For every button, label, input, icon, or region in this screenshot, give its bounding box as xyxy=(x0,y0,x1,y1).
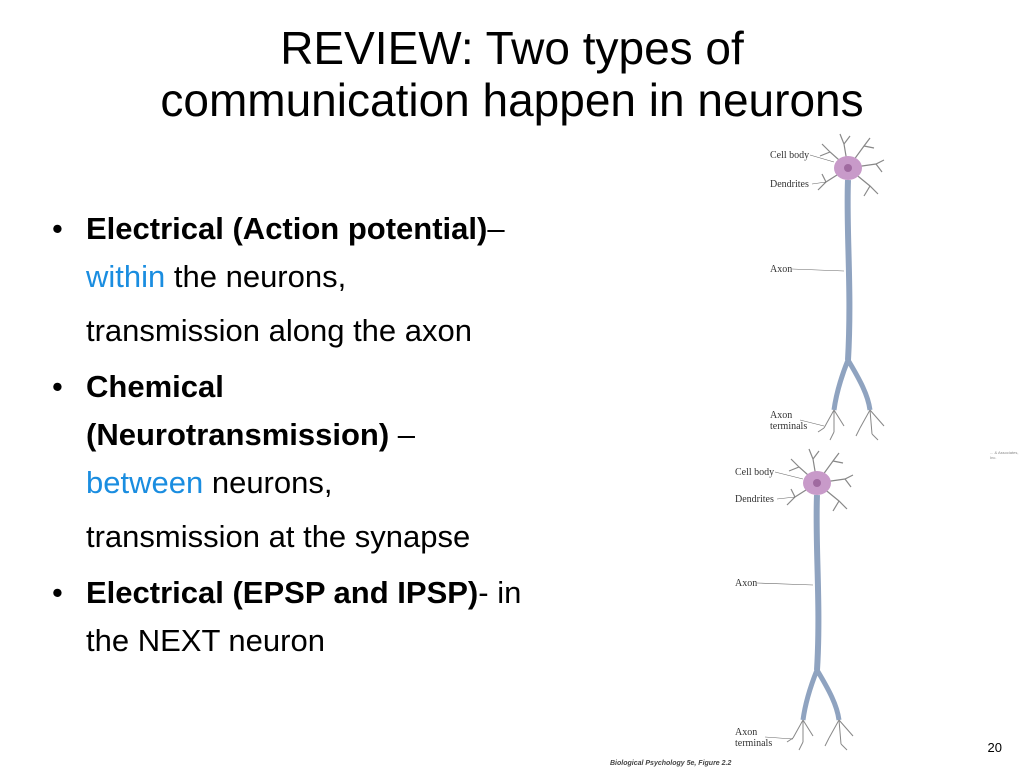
axon xyxy=(844,179,853,361)
bullet-rest: the neurons, xyxy=(165,259,347,294)
bullet-highlight: within xyxy=(86,259,166,294)
bullet-continuation: transmission along the axon xyxy=(86,313,473,348)
page-number: 20 xyxy=(987,740,1002,755)
label-cell-body: Cell body xyxy=(735,467,774,478)
bullet-dot: • xyxy=(52,575,63,610)
svg-text:terminals: terminals xyxy=(735,738,772,749)
bullet-bold: Chemical xyxy=(86,369,224,404)
bullet-item: • Chemical (Neurotransmission) – between… xyxy=(52,363,672,561)
bullet-item: • Electrical (EPSP and IPSP)- in the NEX… xyxy=(52,569,672,665)
bullet-dash: – xyxy=(389,417,416,452)
label-dendrites: Dendrites xyxy=(735,494,774,505)
neuron-diagram-bottom: Cell body Dendrites Axon Axon terminals xyxy=(735,448,854,751)
bullet-dot: • xyxy=(52,211,63,246)
bullet-dot: • xyxy=(52,369,63,404)
title-line-1: REVIEW: Two types of xyxy=(280,22,744,74)
label-axon: Axon xyxy=(770,264,792,275)
label-axon-terminals: Axon xyxy=(770,410,792,421)
axon xyxy=(813,494,822,671)
bullet-bold: (Neurotransmission) xyxy=(86,417,390,452)
label-axon: Axon xyxy=(735,578,757,589)
bullet-rest: - in xyxy=(478,575,522,610)
title-line-2: communication happen in neurons xyxy=(160,74,864,126)
svg-text:terminals: terminals xyxy=(770,421,807,432)
axon-terminals xyxy=(786,719,854,751)
neuron-diagram-top: Cell body Dendrites Axon Axon terminals xyxy=(770,133,885,441)
bullet-bold: Electrical (EPSP and IPSP) xyxy=(86,575,479,610)
bullet-rest: the NEXT neuron xyxy=(86,623,325,658)
label-dendrites: Dendrites xyxy=(770,179,809,190)
axon-terminals xyxy=(817,409,885,441)
nucleus xyxy=(844,164,852,172)
bullet-list: • Electrical (Action potential)– within … xyxy=(52,205,672,673)
label-cell-body: Cell body xyxy=(770,150,809,161)
bullet-highlight: between xyxy=(86,465,204,500)
bullet-rest: neurons, xyxy=(203,465,333,500)
figure-copyright: ... & Associates, Inc. xyxy=(990,450,1019,460)
figure-credit: Biological Psychology 5e, Figure 2.2 xyxy=(610,760,732,767)
nucleus xyxy=(813,479,821,487)
label-axon-terminals: Axon xyxy=(735,727,757,738)
bullet-dash: – xyxy=(487,211,505,246)
bullet-continuation: transmission at the synapse xyxy=(86,519,471,554)
bullet-item: • Electrical (Action potential)– within … xyxy=(52,205,672,355)
slide-title: REVIEW: Two types of communication happe… xyxy=(0,22,1024,126)
bullet-bold: Electrical (Action potential) xyxy=(86,211,488,246)
